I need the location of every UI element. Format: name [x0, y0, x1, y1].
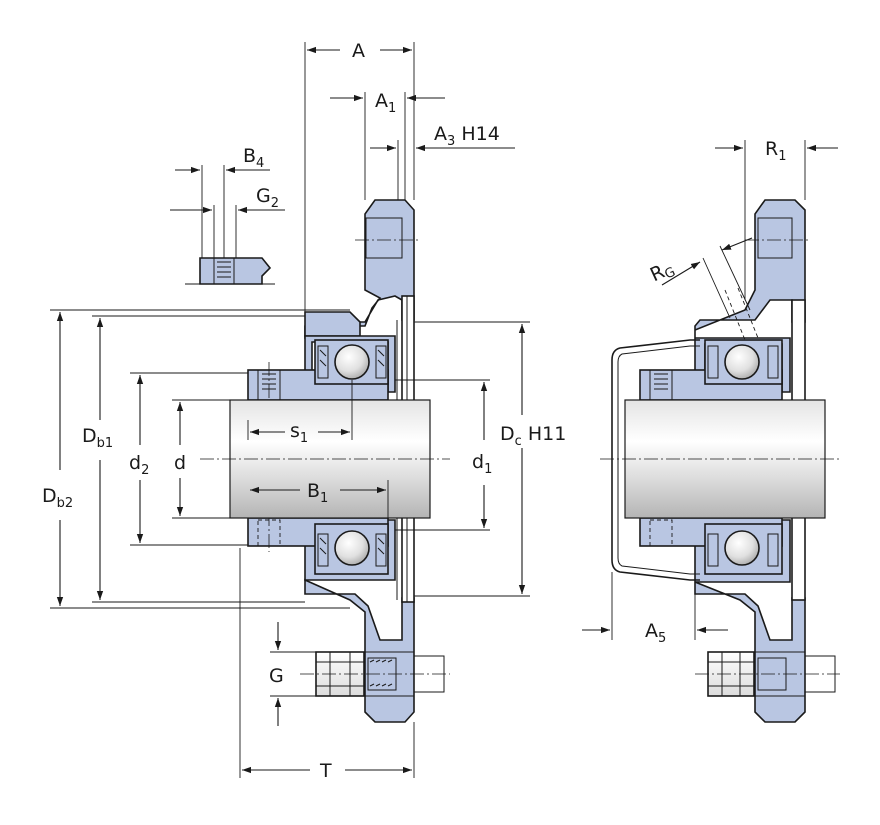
- shaft: [229, 399, 431, 519]
- right-section-view: [600, 199, 840, 723]
- dimension-labels: A A1 A3 H14 B4 G2 Db1 Db2 d2 d s1 B1 d1 …: [42, 40, 786, 782]
- label-Db2: Db2: [42, 485, 73, 511]
- right-shaft: [624, 399, 826, 519]
- end-cover: [611, 339, 700, 581]
- label-Db1: Db1: [82, 425, 113, 451]
- label-Dc: Dc H11: [500, 423, 566, 449]
- label-G2: G2: [256, 185, 279, 211]
- left-section-view: [185, 199, 450, 723]
- mounting-bolt: [300, 651, 450, 697]
- label-d2: d2: [129, 452, 149, 478]
- ball-upper: [334, 344, 370, 380]
- set-screw-detail: [185, 257, 275, 285]
- mounting-hole-upper: [365, 217, 403, 259]
- label-d: d: [174, 452, 186, 474]
- label-G: G: [269, 665, 284, 687]
- label-B1: B1: [307, 480, 328, 506]
- label-RG: RG: [647, 257, 678, 289]
- housing-hub-upper: [304, 311, 361, 337]
- ball-lower: [334, 530, 370, 566]
- label-d1: d1: [472, 451, 492, 477]
- label-A5: A5: [645, 620, 666, 646]
- label-R1: R1: [765, 138, 786, 164]
- dimensions: [50, 42, 838, 778]
- label-T: T: [319, 760, 332, 782]
- label-A: A: [352, 40, 365, 62]
- label-B4: B4: [243, 145, 264, 171]
- housing-flange-lower: [304, 578, 415, 723]
- label-s1: s1: [290, 420, 308, 446]
- right-mounting-bolt: [695, 651, 840, 697]
- label-A3: A3 H14: [434, 123, 500, 149]
- label-A1: A1: [375, 90, 396, 116]
